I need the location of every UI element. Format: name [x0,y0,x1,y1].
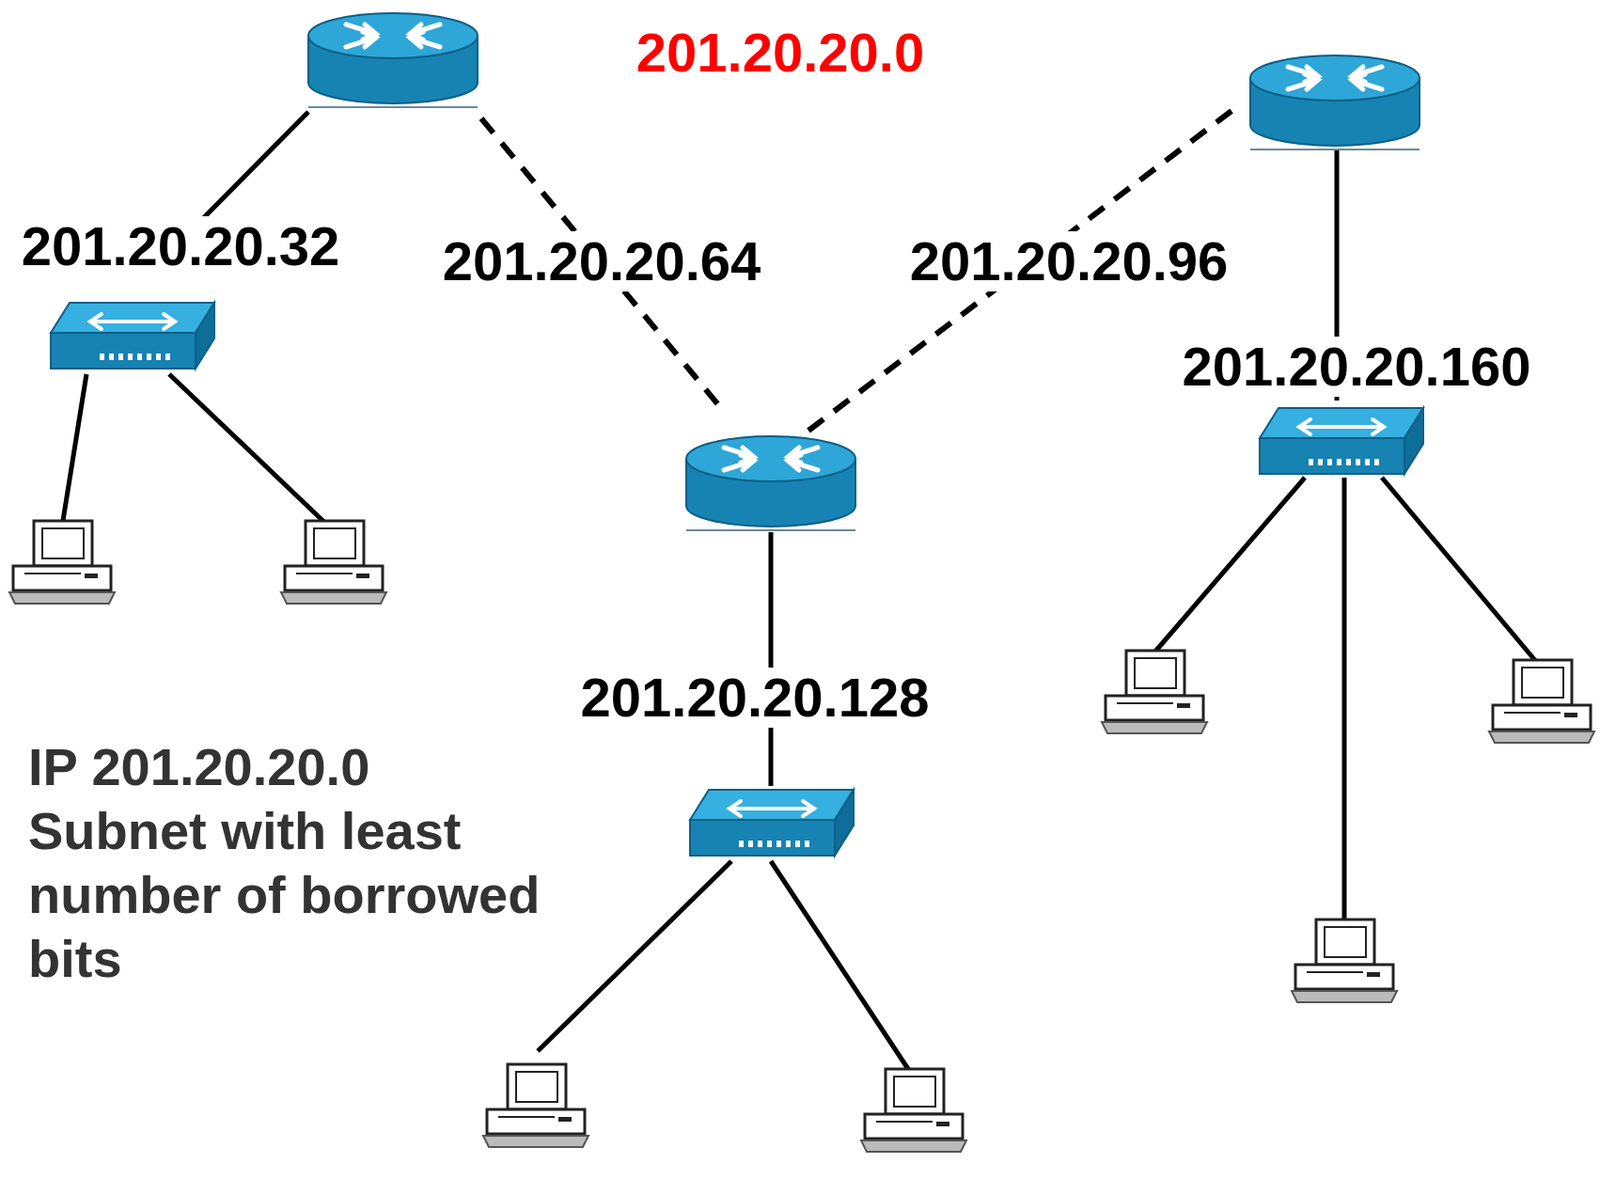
network-address: 201.20.20.0 [632,22,928,83]
note-text: IP 201.20.20.0 Subnet with least number … [28,735,551,991]
subnet-label: 201.20.20.160 [1178,336,1536,397]
subnet-label: 201.20.20.64 [439,231,766,292]
subnet-label: 201.20.20.96 [906,231,1233,292]
subnet-label: 201.20.20.32 [17,216,345,277]
subnet-label: 201.20.20.128 [577,667,934,728]
